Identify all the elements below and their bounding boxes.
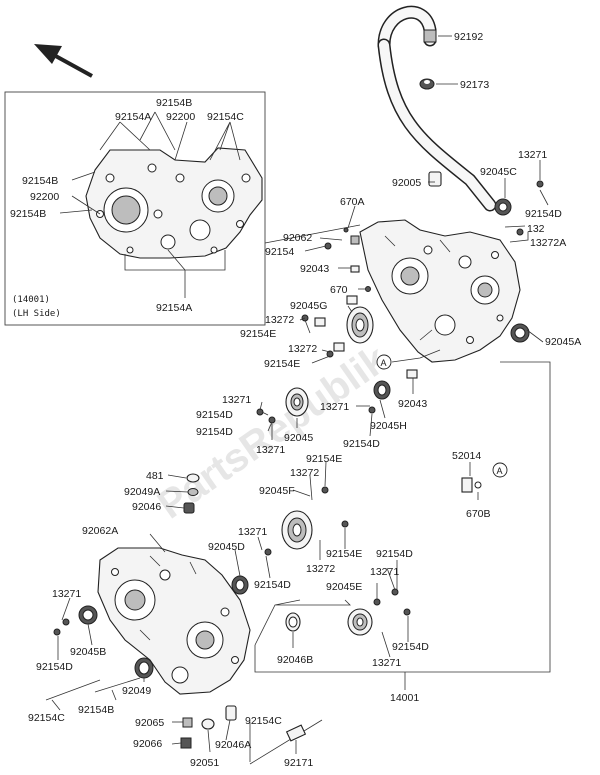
callout-92154d-f: 92154D (376, 548, 413, 560)
svg-text:A: A (497, 466, 503, 476)
bolts (45, 180, 544, 765)
callout-92154c-b: 92154C (245, 715, 282, 727)
callout-13271-a: 13271 (518, 149, 547, 161)
callout-92062: 92062 (283, 232, 312, 244)
inset-note-part: (14001) (12, 295, 50, 305)
bearing-92045f (281, 510, 313, 550)
callout-13271-g: 13271 (52, 588, 81, 600)
callout-92046b: 92046B (277, 654, 313, 666)
callout-13271-e: 13271 (238, 526, 267, 538)
callout-92045f: 92045F (259, 485, 295, 497)
inset-label-92154b-left2: 92154B (10, 208, 46, 220)
breather-hose (377, 5, 497, 212)
callout-13271-f: 13271 (370, 566, 399, 578)
callout-92051: 92051 (190, 757, 219, 769)
callout-13272-d: 13272 (306, 563, 335, 575)
callout-92154d-h: 92154D (392, 641, 429, 653)
marker-a-upper: A (376, 354, 392, 370)
callout-92154d-b: 92154D (196, 409, 233, 421)
sleeve-92046b (285, 612, 301, 632)
bearing-92045 (285, 387, 309, 417)
callout-92154: 92154 (265, 246, 294, 258)
inset-label-92200-top: 92200 (166, 111, 195, 123)
callout-92045h: 92045H (370, 420, 407, 432)
callout-92005: 92005 (392, 177, 421, 189)
small-fittings (180, 227, 482, 749)
seal-92045c (494, 198, 512, 216)
marker-a-lower: A (492, 462, 508, 478)
callout-92049a: 92049A (124, 486, 160, 498)
callout-92066: 92066 (133, 738, 162, 750)
inset-label-92154c: 92154C (207, 111, 244, 123)
callout-92065: 92065 (135, 717, 164, 729)
callout-92045g: 92045G (290, 300, 327, 312)
inset-label-92154a-top: 92154A (115, 111, 151, 123)
callout-92154d-g: 92154D (36, 661, 73, 673)
callout-92045c: 92045C (480, 166, 517, 178)
callout-92192: 92192 (454, 31, 483, 43)
bearing-92045e (347, 608, 373, 636)
callout-92154e-a: 92154E (240, 328, 276, 340)
seal-92045b (78, 605, 98, 625)
crankcase-lh (97, 547, 251, 695)
callout-13271-b: 13271 (222, 394, 251, 406)
callout-92046: 92046 (132, 501, 161, 513)
callout-92045a: 92045A (545, 336, 581, 348)
callout-13272-a: 13272 (265, 314, 294, 326)
callout-92045d: 92045D (208, 541, 245, 553)
svg-text:A: A (381, 358, 387, 368)
callout-92045e: 92045E (326, 581, 362, 593)
callout-92154c-a: 92154C (28, 712, 65, 724)
callout-labels: 92192 92173 92005 92045C 13271 92154D 13… (28, 31, 581, 769)
callout-132: 132 (527, 223, 545, 235)
seal-92045h (373, 380, 391, 400)
callout-670: 670 (330, 284, 348, 296)
callout-92154d-c: 92154D (196, 426, 233, 438)
callout-481: 481 (146, 470, 164, 482)
front-direction-arrow-icon (34, 44, 93, 78)
seal-92049 (134, 657, 154, 679)
callout-92154e-d: 92154E (326, 548, 362, 560)
callout-92154e-b: 92154E (264, 358, 300, 370)
callout-13271-c: 13271 (320, 401, 349, 413)
callout-13272-b: 13272 (288, 343, 317, 355)
callout-92049: 92049 (122, 685, 151, 697)
callout-92154d-e: 92154D (254, 579, 291, 591)
bearing-92045g (346, 306, 374, 344)
crankcase-rh (359, 219, 521, 363)
callout-670a: 670A (340, 196, 365, 208)
callout-92154b: 92154B (78, 704, 114, 716)
callout-92171: 92171 (284, 757, 313, 769)
callout-14001: 14001 (390, 692, 419, 704)
inset-lh-side: 92154B 92154A 92200 92154C 92154B 92200 … (4, 91, 266, 326)
callout-92045: 92045 (284, 432, 313, 444)
callout-92062a: 92062A (82, 525, 118, 537)
inset-label-92200-left: 92200 (30, 191, 59, 203)
callout-92154e-c: 92154E (306, 453, 342, 465)
callout-670b: 670B (466, 508, 491, 520)
callout-92046a: 92046A (215, 739, 251, 751)
callout-13271-d: 13271 (256, 444, 285, 456)
leader-lines (51, 35, 549, 762)
inset-label-92154b-left1: 92154B (22, 175, 58, 187)
callout-52014: 52014 (452, 450, 481, 462)
callout-13272-c: 13272 (290, 467, 319, 479)
callout-92045b: 92045B (70, 646, 106, 658)
callout-92173: 92173 (460, 79, 489, 91)
callout-13271-h: 13271 (372, 657, 401, 669)
seal-92045a (510, 323, 530, 343)
callout-13272a: 13272A (530, 237, 566, 249)
inset-label-92154b-top: 92154B (156, 97, 192, 109)
callout-92043-a: 92043 (300, 263, 329, 275)
inset-label-92154a-bottom: 92154A (156, 302, 192, 314)
callout-92043-b: 92043 (398, 398, 427, 410)
callout-92154d-d: 92154D (343, 438, 380, 450)
callout-92154d-a: 92154D (525, 208, 562, 220)
inset-note-side: (LH Side) (12, 309, 61, 319)
seal-92045d (231, 575, 249, 595)
